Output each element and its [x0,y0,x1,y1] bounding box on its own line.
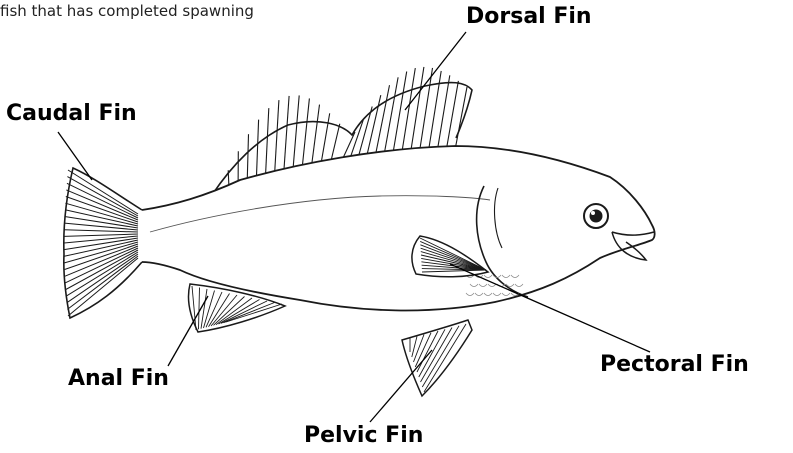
label-caudal-fin: Caudal Fin [6,103,137,125]
label-dorsal-fin: Dorsal Fin [466,6,592,28]
leader-dorsal [405,32,466,110]
label-pelvic-fin: Pelvic Fin [304,425,423,447]
pelvic-fin [402,320,472,396]
leader-caudal [58,132,92,180]
caudal-fin [64,168,142,318]
label-anal-fin: Anal Fin [68,368,169,390]
fish-body [142,146,655,310]
fish-eye [584,204,608,228]
label-pectoral-fin: Pectoral Fin [600,354,749,376]
